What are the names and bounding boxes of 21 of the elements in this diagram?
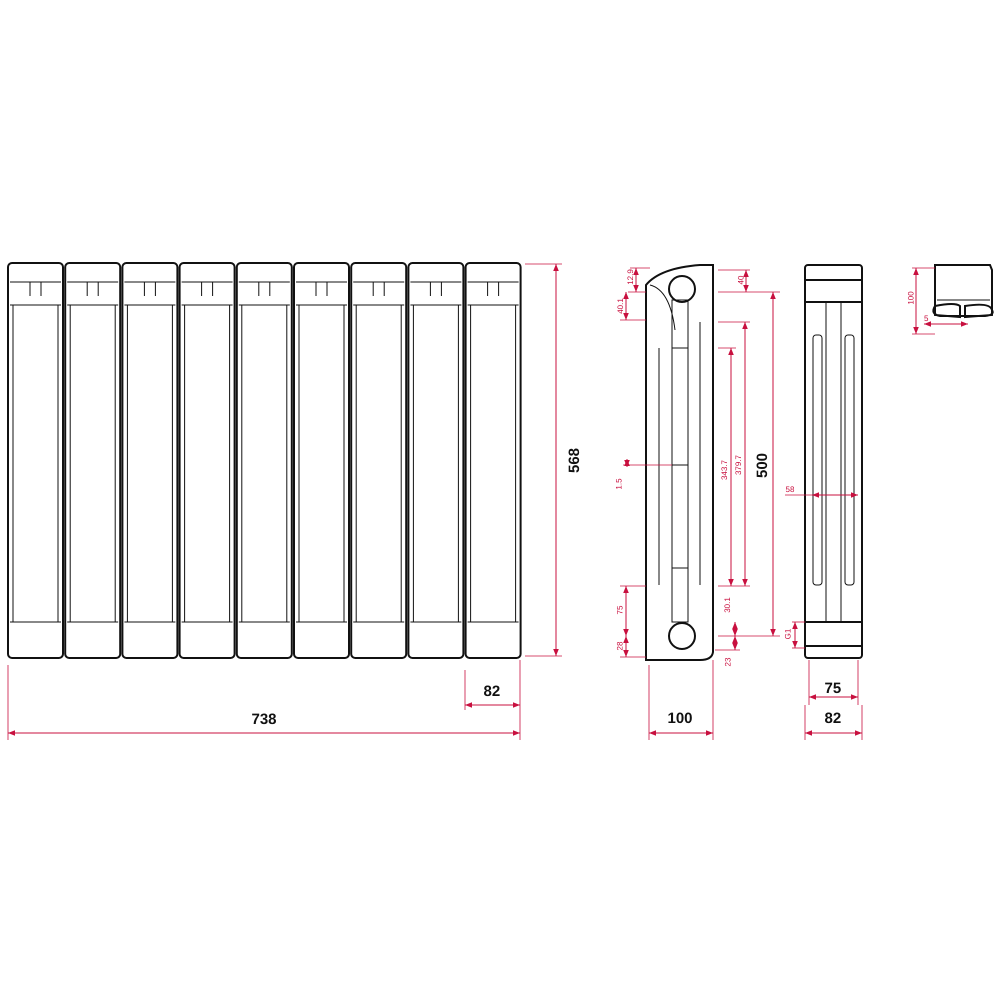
dimension-label: 100 — [668, 710, 693, 726]
dimension-label: 75 — [824, 680, 842, 696]
dimension-label: 379.7 — [735, 454, 744, 476]
dimension-label: 1.5 — [615, 478, 624, 490]
dimension-label: 40.1 — [616, 298, 625, 314]
dimension-label: G1 — [784, 628, 792, 640]
dimension-label: 82 — [484, 684, 500, 698]
dimension-label: 23 — [724, 658, 732, 666]
dimension-label: 30.1 — [724, 597, 732, 613]
dimension-label: 568 — [566, 447, 582, 473]
dimension-label: 500 — [754, 452, 770, 478]
dimension-label: 100 — [907, 291, 916, 305]
dimension-label: 28 — [616, 642, 624, 650]
dimension-label: 343.7 — [721, 460, 730, 480]
dimension-label: 738 — [252, 712, 277, 726]
dimension-label: 82 — [824, 710, 842, 726]
dimension-label: 75 — [616, 606, 624, 614]
dimension-label: 40 — [736, 276, 745, 284]
dimension-label: 12.9 — [626, 269, 635, 285]
dimension-label: 58 — [786, 486, 794, 494]
dimension-label: 5 — [924, 315, 928, 323]
